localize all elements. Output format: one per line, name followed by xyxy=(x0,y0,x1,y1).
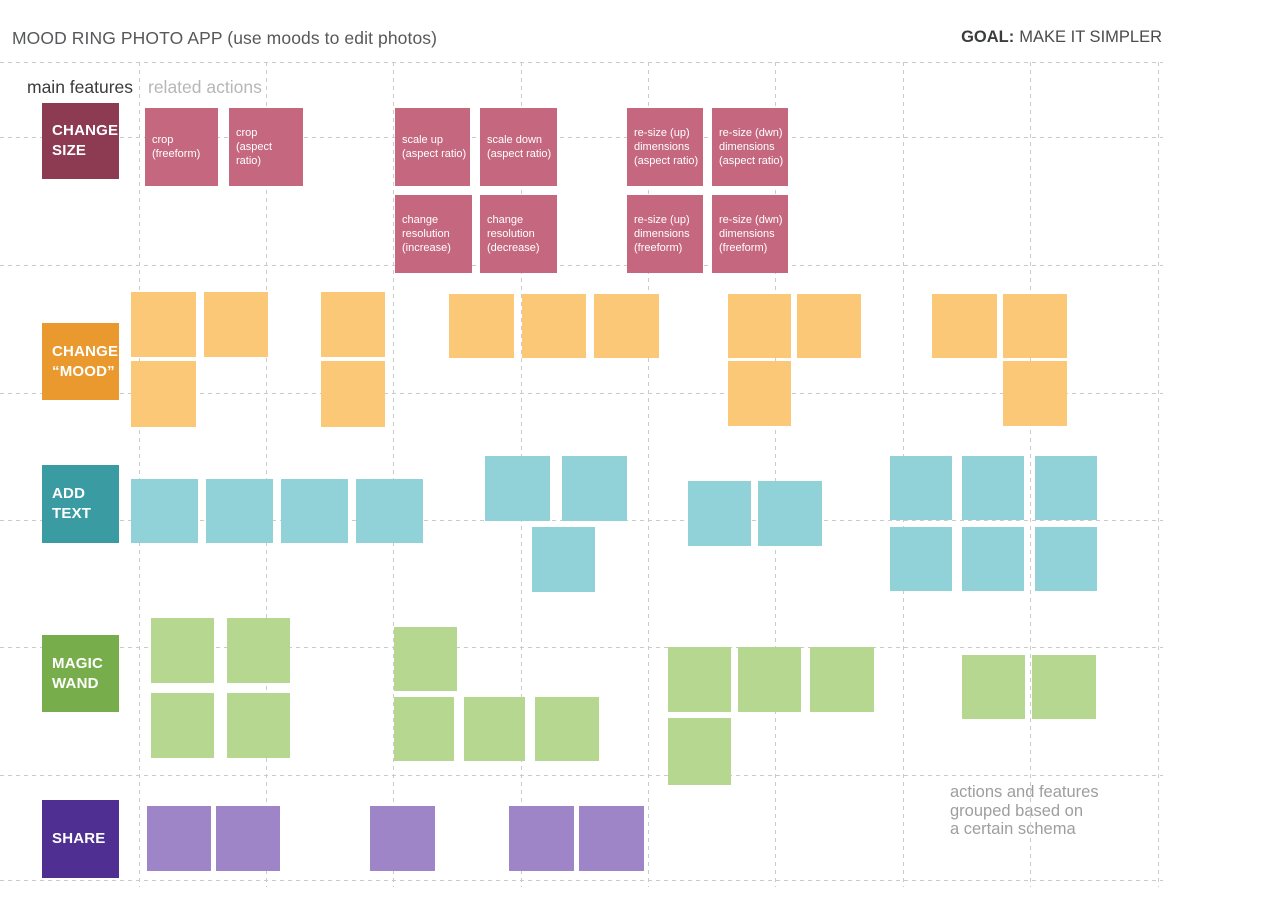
action-card-change-mood-8[interactable] xyxy=(594,294,659,358)
action-card-change-size-5[interactable]: re-size (up) dimensions (aspect ratio) xyxy=(627,108,703,186)
action-card-magic-wand-11[interactable] xyxy=(810,647,874,712)
action-card-share-5[interactable] xyxy=(579,806,644,871)
action-card-add-text-5[interactable] xyxy=(485,456,550,521)
action-card-magic-wand-9[interactable] xyxy=(668,647,731,712)
action-card-add-text-7[interactable] xyxy=(532,527,595,592)
action-card-magic-wand-10[interactable] xyxy=(738,647,801,712)
action-card-share-2[interactable] xyxy=(216,806,280,871)
grid-vline xyxy=(1158,62,1159,887)
action-card-magic-wand-7[interactable] xyxy=(464,697,525,761)
legend-related-actions-label: related actions xyxy=(148,77,262,97)
action-card-add-text-1[interactable] xyxy=(131,479,198,543)
action-card-share-1[interactable] xyxy=(147,806,211,871)
grid-hline xyxy=(0,647,1163,648)
goal-label: GOAL: xyxy=(961,28,1015,46)
grid-hline xyxy=(0,137,1163,138)
action-card-share-3[interactable] xyxy=(370,806,435,871)
action-card-add-text-14[interactable] xyxy=(962,527,1024,591)
legend-main-features-label: main features xyxy=(27,77,134,97)
action-card-change-size-2[interactable]: crop (aspect ratio) xyxy=(229,108,303,186)
action-card-add-text-6[interactable] xyxy=(562,456,627,521)
action-card-add-text-9[interactable] xyxy=(758,481,822,546)
action-card-magic-wand-3[interactable] xyxy=(151,693,214,758)
action-card-change-size-7[interactable]: change resolution (increase) xyxy=(395,195,472,273)
grid-hline xyxy=(0,880,1163,881)
action-card-add-text-11[interactable] xyxy=(962,456,1024,520)
action-card-change-mood-9[interactable] xyxy=(728,294,791,358)
action-card-add-text-8[interactable] xyxy=(688,481,751,546)
schema-annotation-line: a certain schema xyxy=(950,820,1076,838)
action-card-change-size-1[interactable]: crop (freeform) xyxy=(145,108,218,186)
action-card-change-size-3[interactable]: scale up (aspect ratio) xyxy=(395,108,470,186)
action-card-change-mood-3[interactable] xyxy=(131,361,196,427)
action-card-change-mood-1[interactable] xyxy=(131,292,196,357)
action-card-change-mood-4[interactable] xyxy=(321,292,385,357)
action-card-magic-wand-2[interactable] xyxy=(227,618,290,683)
action-card-magic-wand-8[interactable] xyxy=(535,697,599,761)
action-card-change-size-4[interactable]: scale down (aspect ratio) xyxy=(480,108,557,186)
action-card-change-size-10[interactable]: re-size (dwn) dimensions (freeform) xyxy=(712,195,788,273)
action-card-change-size-8[interactable]: change resolution (decrease) xyxy=(480,195,557,273)
action-card-add-text-2[interactable] xyxy=(206,479,273,543)
grid-vline xyxy=(648,62,649,887)
feature-card-change-mood[interactable]: CHANGE “MOOD” xyxy=(42,323,119,400)
grid-hline xyxy=(0,775,1163,776)
grid-hline xyxy=(0,265,1163,266)
action-card-change-mood-13[interactable] xyxy=(1003,294,1067,358)
action-card-magic-wand-12[interactable] xyxy=(668,718,731,785)
grid-hline xyxy=(0,393,1163,394)
action-card-magic-wand-4[interactable] xyxy=(227,693,290,758)
action-card-magic-wand-1[interactable] xyxy=(151,618,214,683)
goal-value: MAKE IT SIMPLER xyxy=(1019,28,1162,46)
action-card-add-text-4[interactable] xyxy=(356,479,423,543)
action-card-change-mood-7[interactable] xyxy=(522,294,586,358)
action-card-magic-wand-5[interactable] xyxy=(394,627,457,691)
feature-card-magic-wand[interactable]: MAGIC WAND xyxy=(42,635,119,712)
action-card-change-mood-14[interactable] xyxy=(1003,361,1067,426)
action-card-add-text-3[interactable] xyxy=(281,479,348,543)
action-card-magic-wand-13[interactable] xyxy=(962,655,1025,719)
grid-vline xyxy=(775,62,776,887)
grid-vline xyxy=(1030,62,1031,887)
action-card-magic-wand-6[interactable] xyxy=(394,697,454,761)
goal-text: GOAL:MAKE IT SIMPLER xyxy=(961,28,1162,47)
feature-card-change-size[interactable]: CHANGE SIZE xyxy=(42,103,119,179)
action-card-add-text-15[interactable] xyxy=(1035,527,1097,591)
page-title: MOOD RING PHOTO APP (use moods to edit p… xyxy=(12,28,438,48)
action-card-add-text-12[interactable] xyxy=(1035,456,1097,520)
feature-card-share[interactable]: SHARE xyxy=(42,800,119,878)
schema-annotation-line: actions and features xyxy=(950,783,1099,801)
action-card-change-mood-11[interactable] xyxy=(728,361,791,426)
schema-annotation-line: grouped based on xyxy=(950,801,1084,820)
action-card-add-text-10[interactable] xyxy=(890,456,952,520)
action-card-change-mood-2[interactable] xyxy=(204,292,268,357)
action-card-change-mood-5[interactable] xyxy=(321,361,385,427)
action-card-share-4[interactable] xyxy=(509,806,574,871)
action-card-change-size-6[interactable]: re-size (dwn) dimensions (aspect ratio) xyxy=(712,108,788,186)
action-card-add-text-13[interactable] xyxy=(890,527,952,591)
grid-vline xyxy=(266,62,267,887)
grid-vline xyxy=(139,62,140,887)
grid-hline xyxy=(0,62,1163,63)
feature-card-add-text[interactable]: ADD TEXT xyxy=(42,465,119,543)
schema-annotation: actions and features grouped based on a … xyxy=(950,783,1099,839)
action-card-change-size-9[interactable]: re-size (up) dimensions (freeform) xyxy=(627,195,703,273)
action-card-change-mood-6[interactable] xyxy=(449,294,514,358)
action-card-change-mood-12[interactable] xyxy=(932,294,997,358)
action-card-magic-wand-14[interactable] xyxy=(1032,655,1096,719)
grid-vline xyxy=(393,62,394,887)
action-card-change-mood-10[interactable] xyxy=(797,294,861,358)
